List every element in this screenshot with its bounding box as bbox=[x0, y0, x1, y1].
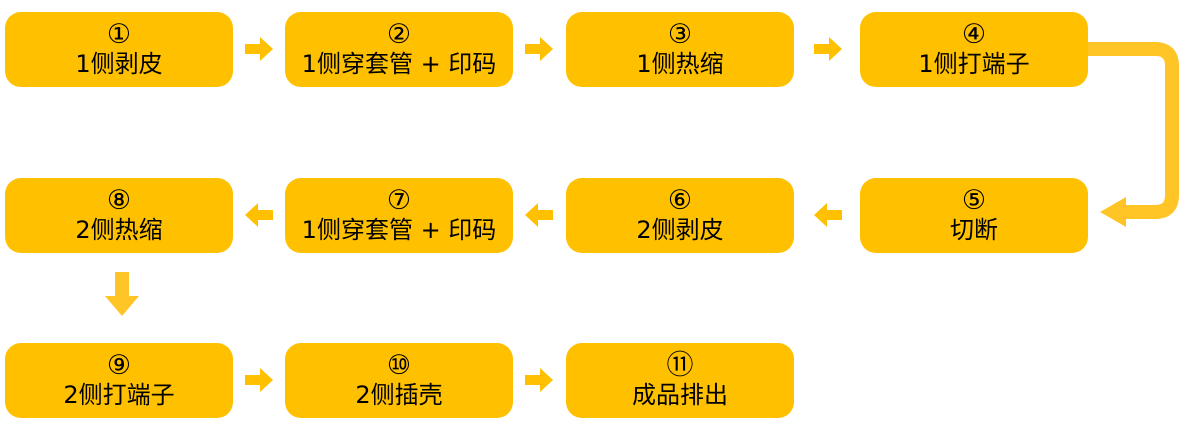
arrow-down-icon bbox=[105, 272, 139, 316]
flow-step-1: ① 1侧剥皮 bbox=[5, 12, 233, 87]
step-number: ⑨ bbox=[106, 350, 132, 382]
arrow-right-icon bbox=[245, 37, 273, 61]
arrow-left-icon bbox=[245, 203, 273, 227]
flow-step-9: ⑨ 2侧打端子 bbox=[5, 343, 233, 418]
step-number: ⑤ bbox=[961, 185, 987, 217]
arrow-left-icon bbox=[814, 203, 842, 227]
step-label: 1侧穿套管 + 印码 bbox=[301, 49, 497, 78]
step-label: 2侧剥皮 bbox=[636, 215, 724, 244]
step-number: ① bbox=[106, 19, 132, 51]
step-number: ③ bbox=[667, 19, 693, 51]
flow-step-5: ⑤ 切断 bbox=[860, 178, 1088, 253]
flow-step-2: ② 1侧穿套管 + 印码 bbox=[285, 12, 513, 87]
step-number: ④ bbox=[961, 19, 987, 51]
arrow-right-icon bbox=[814, 37, 842, 61]
step-number: ⑥ bbox=[667, 185, 693, 217]
step-label: 切断 bbox=[950, 215, 998, 244]
step-label: 1侧打端子 bbox=[918, 49, 1030, 78]
arrow-right-icon bbox=[525, 37, 553, 61]
flow-step-4: ④ 1侧打端子 bbox=[860, 12, 1088, 87]
flow-step-10: ⑩ 2侧插壳 bbox=[285, 343, 513, 418]
arrow-left-icon bbox=[525, 203, 553, 227]
arrow-right-icon bbox=[525, 368, 553, 392]
step-label: 2侧热缩 bbox=[75, 215, 163, 244]
step-number: ② bbox=[386, 19, 412, 51]
flow-step-8: ⑧ 2侧热缩 bbox=[5, 178, 233, 253]
step-label: 2侧插壳 bbox=[355, 380, 443, 409]
step-number: ⑧ bbox=[106, 185, 132, 217]
flow-step-11: ⑪ 成品排出 bbox=[566, 343, 794, 418]
step-label: 1侧剥皮 bbox=[75, 49, 163, 78]
step-label: 1侧热缩 bbox=[636, 49, 724, 78]
arrow-right-icon bbox=[245, 368, 273, 392]
flow-step-7: ⑦ 1侧穿套管 + 印码 bbox=[285, 178, 513, 253]
step-number: ⑩ bbox=[386, 350, 412, 382]
step-label: 2侧打端子 bbox=[63, 380, 175, 409]
flow-step-3: ③ 1侧热缩 bbox=[566, 12, 794, 87]
step-label: 1侧穿套管 + 印码 bbox=[301, 215, 497, 244]
step-label: 成品排出 bbox=[632, 380, 728, 409]
step-number: ⑪ bbox=[666, 350, 694, 382]
elbow-connector-right-down-left bbox=[1088, 35, 1194, 227]
flow-step-6: ⑥ 2侧剥皮 bbox=[566, 178, 794, 253]
step-number: ⑦ bbox=[386, 185, 412, 217]
